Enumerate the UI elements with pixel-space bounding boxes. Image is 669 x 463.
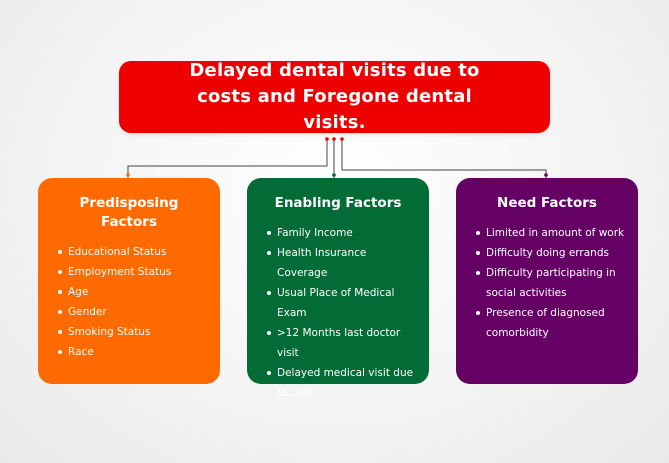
list-item: Usual Place of Medical Exam: [267, 283, 417, 323]
list-need: Limited in amount of work Difficulty doi…: [476, 223, 626, 343]
list-item: Employment Status: [58, 262, 208, 282]
list-item: Smoking Status: [58, 322, 208, 342]
list-item: >12 Months last doctor visit: [267, 323, 417, 363]
card-enabling-factors: Enabling Factors Family Income Health In…: [247, 178, 429, 399]
card-title-predisposing: Predisposing Factors: [79, 195, 179, 230]
arrow-need: [544, 173, 548, 177]
arrow-top-left: [325, 137, 329, 141]
list-item: Family Income: [267, 223, 417, 243]
list-item: Race: [58, 342, 208, 362]
list-item: Gender: [58, 302, 208, 322]
list-item: Delayed medical visit due to cost.: [267, 363, 417, 403]
arrow-top-middle: [332, 137, 336, 141]
list-item: Health Insurance Coverage: [267, 243, 417, 283]
card-title-enabling: Enabling Factors: [274, 195, 402, 211]
outcome-box: Delayed dental visits due to costs and F…: [119, 60, 550, 133]
list-enabling: Family Income Health Insurance Coverage …: [267, 223, 417, 403]
card-title-need: Need Factors: [497, 195, 597, 211]
arrow-predisposing: [126, 173, 130, 177]
list-item: Difficulty participating in social activ…: [476, 263, 626, 303]
card-predisposing-factors: Predisposing Factors Educational Status …: [38, 178, 220, 384]
list-item: Educational Status: [58, 242, 208, 262]
arrow-enabling: [332, 173, 336, 177]
list-item: Age: [58, 282, 208, 302]
list-item: Difficulty doing errands: [476, 243, 626, 263]
connector-predisposing: [127, 139, 328, 178]
card-need-factors: Need Factors Limited in amount of work D…: [456, 178, 638, 384]
arrow-top-right: [340, 137, 344, 141]
outcome-title: Delayed dental visits due to costs and F…: [189, 60, 480, 133]
list-item: Limited in amount of work: [476, 223, 626, 243]
list-item: Presence of diagnosed comorbidity: [476, 303, 626, 343]
connector-need: [341, 139, 547, 178]
list-predisposing: Educational Status Employment Status Age…: [58, 242, 208, 362]
